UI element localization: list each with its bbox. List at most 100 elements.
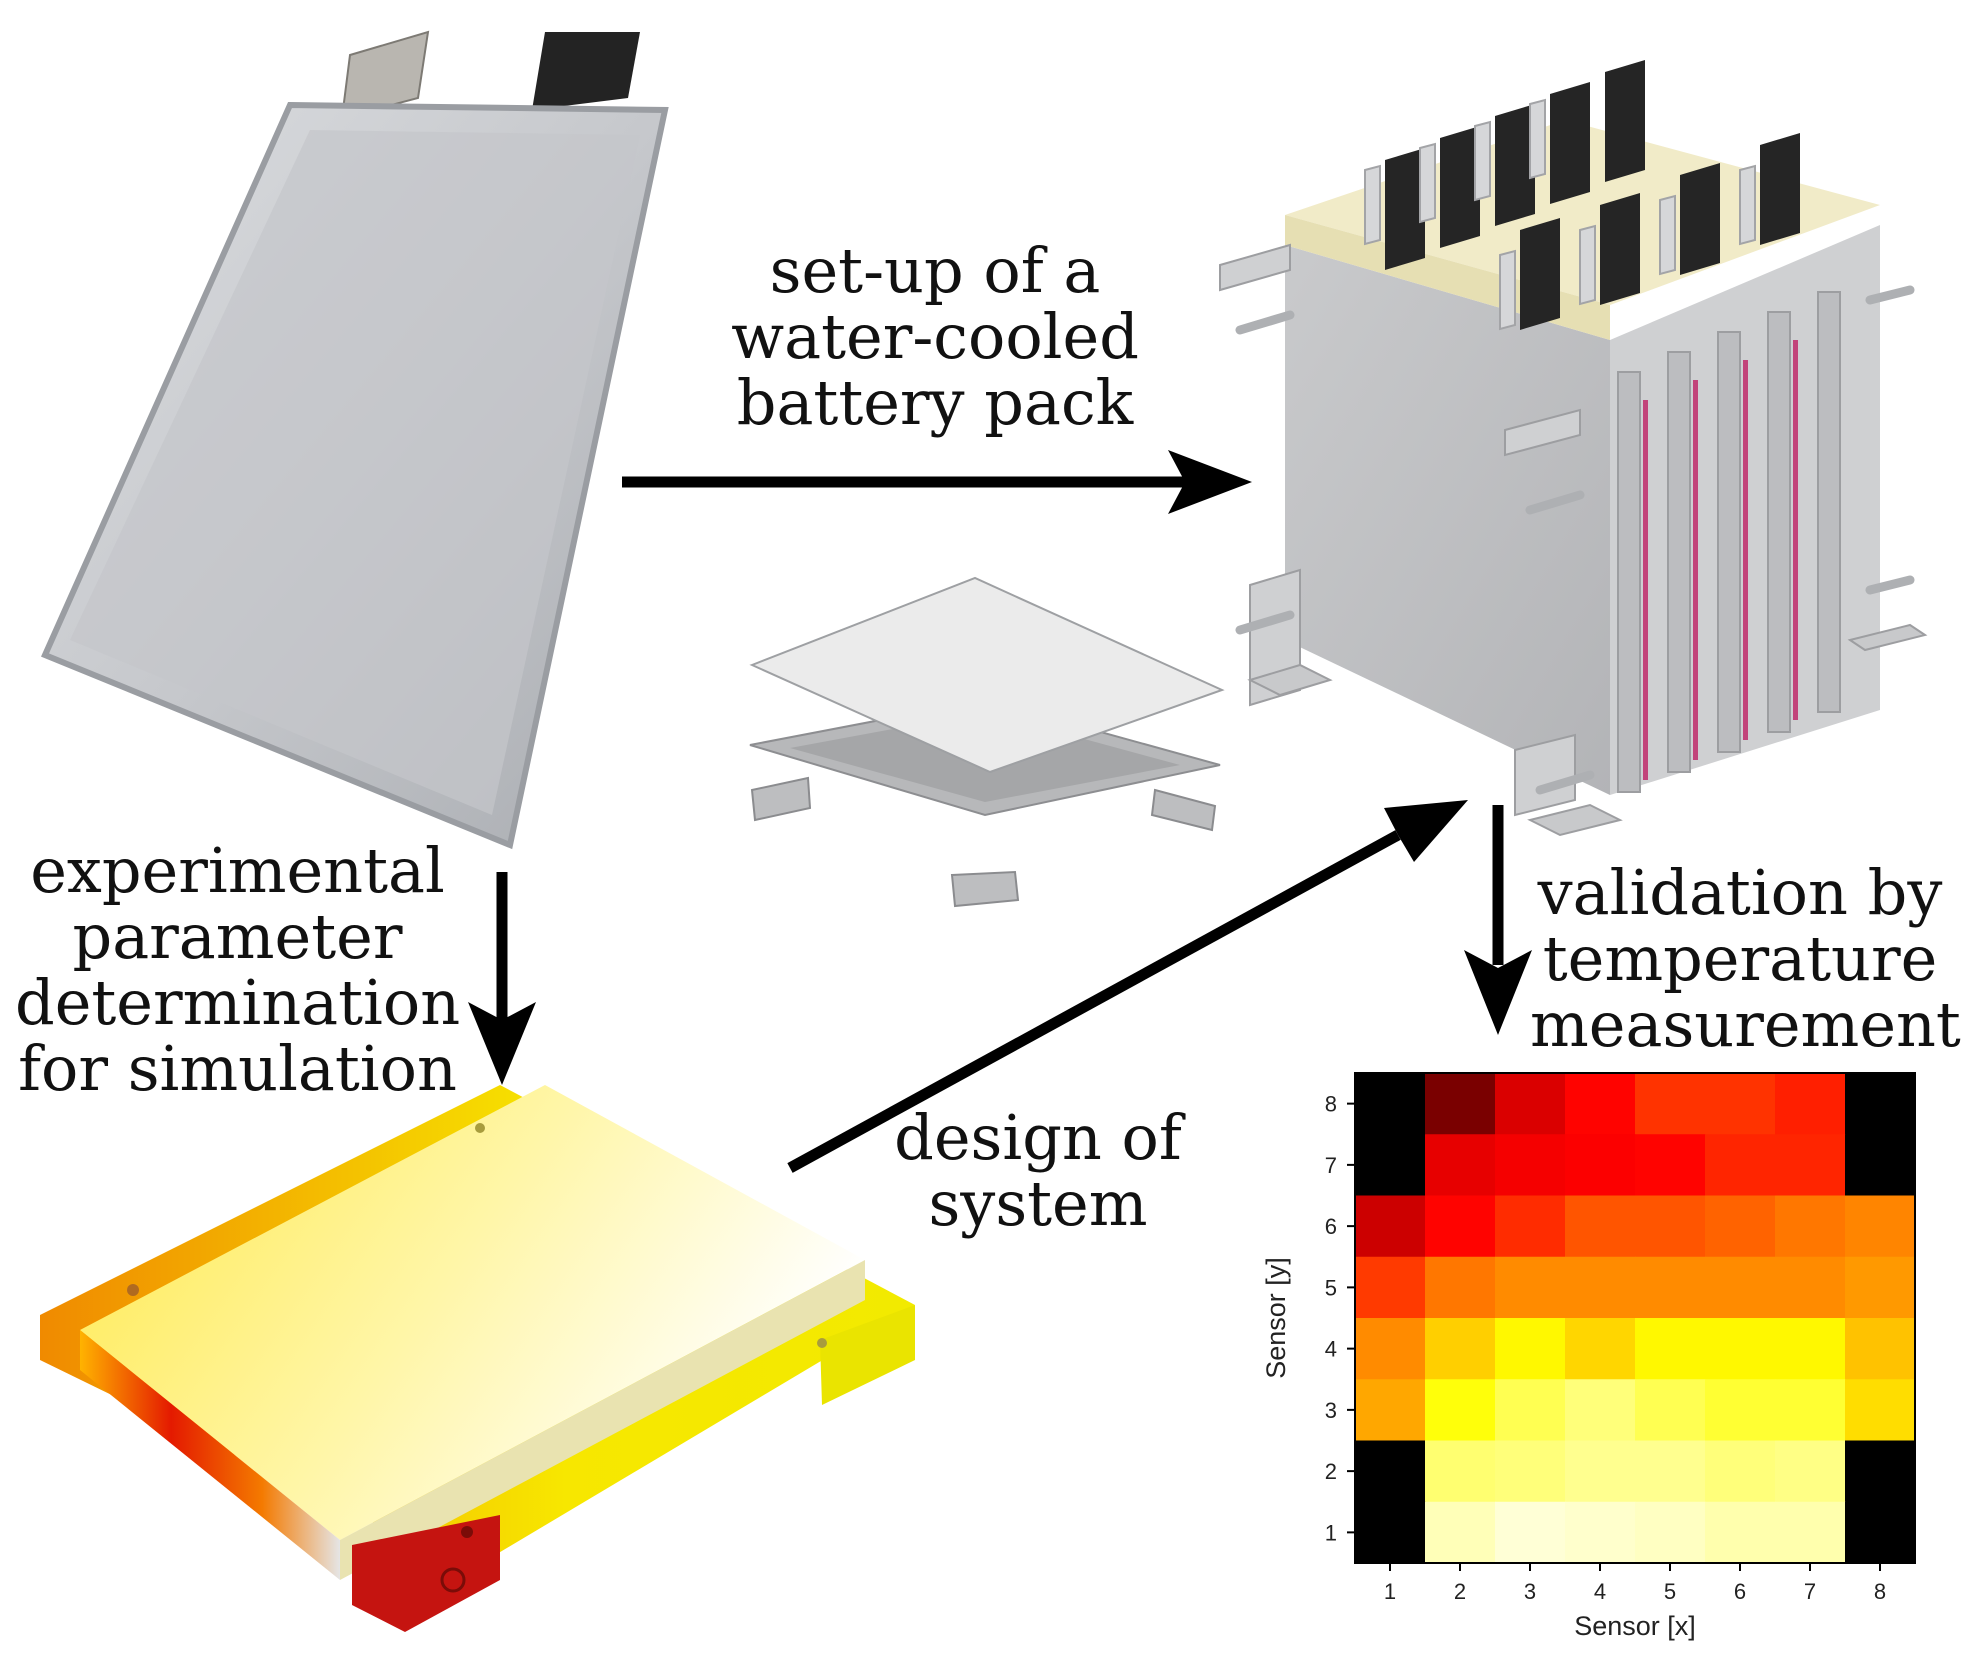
label-design: design of system (878, 1105, 1198, 1237)
pouch-cell-illustration (41, 30, 669, 850)
x-tick-label: 6 (1734, 1579, 1746, 1604)
heatmap-cell (1425, 1073, 1496, 1135)
heatmap-cell (1845, 1134, 1916, 1196)
heatmap-cell (1565, 1440, 1636, 1503)
heatmap-cell (1705, 1134, 1776, 1196)
heatmap-cell (1845, 1379, 1916, 1441)
pack-side-frames (1617, 291, 1841, 793)
label-design-line1: design of (894, 1101, 1182, 1174)
heatmap-cell (1845, 1318, 1916, 1380)
label-setup-line1: set-up of a (769, 234, 1101, 307)
heatmap-cell (1355, 1073, 1426, 1135)
heatmap-cell (1425, 1134, 1496, 1196)
mount-block (1150, 788, 1217, 832)
y-tick-label: 2 (1325, 1459, 1337, 1484)
mount-block (950, 870, 1020, 908)
heatmap-cell (1425, 1195, 1496, 1258)
heatmap-cell (1495, 1073, 1566, 1135)
mount-block (750, 776, 812, 822)
heatmap-cell (1425, 1318, 1496, 1380)
heatmap-cell (1355, 1318, 1426, 1380)
heatmap-cell (1635, 1256, 1706, 1319)
label-setup-line2: water-cooled (731, 300, 1139, 373)
heatmap-cell (1495, 1379, 1566, 1441)
plate-upper-front (80, 1330, 340, 1580)
plate-hole (127, 1284, 139, 1296)
arrow-design-shaft (787, 830, 1401, 1173)
y-tick-label: 3 (1325, 1398, 1337, 1423)
label-validation-line2: temperature (1542, 922, 1938, 995)
heatmap-cell (1355, 1134, 1426, 1196)
heatmap-cell (1705, 1195, 1776, 1258)
plate-hole (475, 1123, 485, 1133)
plate-foot-right (820, 1305, 915, 1405)
heatmap-cell (1565, 1073, 1636, 1135)
heatmap-cell (1635, 1195, 1706, 1258)
cooling-plate-top (749, 576, 1225, 774)
heatmap-cell (1635, 1134, 1706, 1196)
heatmap-cell (1845, 1073, 1916, 1135)
pack-black-tabs (1385, 60, 1800, 330)
label-experimental-line4: for simulation (18, 1032, 457, 1105)
x-axis-label: Sensor [x] (1574, 1611, 1696, 1641)
heatmap-cell (1705, 1379, 1776, 1441)
label-experimental-line2: parameter (72, 900, 403, 973)
heatmap-cell (1565, 1501, 1636, 1564)
heatmap-cell (1495, 1134, 1566, 1196)
y-tick-label: 6 (1325, 1214, 1337, 1239)
heatmap-cell (1775, 1134, 1846, 1196)
heatmap-cell (1355, 1501, 1426, 1564)
heatmap-cell (1355, 1256, 1426, 1319)
heatmap-cell (1495, 1195, 1566, 1258)
arrow-design-head (1384, 800, 1468, 862)
heatmap-cell (1775, 1256, 1846, 1319)
label-experimental-line3: determination (15, 966, 461, 1039)
pack-feet (1247, 623, 1928, 837)
battery-pack-illustration (1219, 60, 1928, 837)
heatmap-cell (1705, 1440, 1776, 1503)
heatmap-cell (1565, 1256, 1636, 1319)
heatmap-cell (1775, 1195, 1846, 1258)
plate-upper-side (340, 1260, 865, 1580)
exploded-cooling-plate-illustration (749, 576, 1225, 908)
heatmap-cell (1355, 1195, 1426, 1258)
heatmap-cell (1425, 1256, 1496, 1319)
heatmap-cell (1495, 1440, 1566, 1503)
plate-foot-front (352, 1515, 500, 1632)
heatmap-cell (1705, 1318, 1776, 1380)
heatmap-cell (1705, 1501, 1776, 1564)
heatmap-cell (1565, 1134, 1636, 1196)
cell-tab-negative (532, 32, 640, 110)
heatmap-cell (1495, 1256, 1566, 1319)
y-tick-label: 5 (1325, 1275, 1337, 1300)
arrow-validation-head (1464, 950, 1532, 1035)
y-tick-label: 7 (1325, 1153, 1337, 1178)
label-setup-line3: battery pack (736, 366, 1134, 439)
x-tick-label: 3 (1524, 1579, 1536, 1604)
heatmap-cell (1705, 1073, 1776, 1135)
label-experimental-line1: experimental (30, 834, 445, 907)
heatmap-cell (1635, 1440, 1706, 1503)
simulation-plate-illustration (40, 1085, 915, 1632)
y-axis-label: Sensor [y] (1261, 1257, 1291, 1379)
x-tick-label: 5 (1664, 1579, 1676, 1604)
heatmap-cell (1705, 1256, 1776, 1319)
label-validation: validation by temperature measurement (1530, 860, 1961, 1058)
heatmap-cell (1425, 1379, 1496, 1441)
y-tick-label: 8 (1325, 1092, 1337, 1117)
heatmap-cell (1565, 1379, 1636, 1441)
heatmap-cell (1635, 1073, 1706, 1135)
heatmap-cell (1635, 1501, 1706, 1564)
x-tick-label: 1 (1384, 1579, 1396, 1604)
heatmap-cell (1635, 1318, 1706, 1380)
label-setup: set-up of a water-cooled battery pack (730, 238, 1140, 436)
heatmap-cell (1565, 1318, 1636, 1380)
heatmap-frame (1354, 1072, 1916, 1564)
heatmap-cell (1495, 1501, 1566, 1564)
plate-hole (461, 1526, 473, 1538)
arrows (468, 450, 1532, 1173)
pack-rods (1235, 285, 1915, 795)
x-tick-label: 7 (1804, 1579, 1816, 1604)
